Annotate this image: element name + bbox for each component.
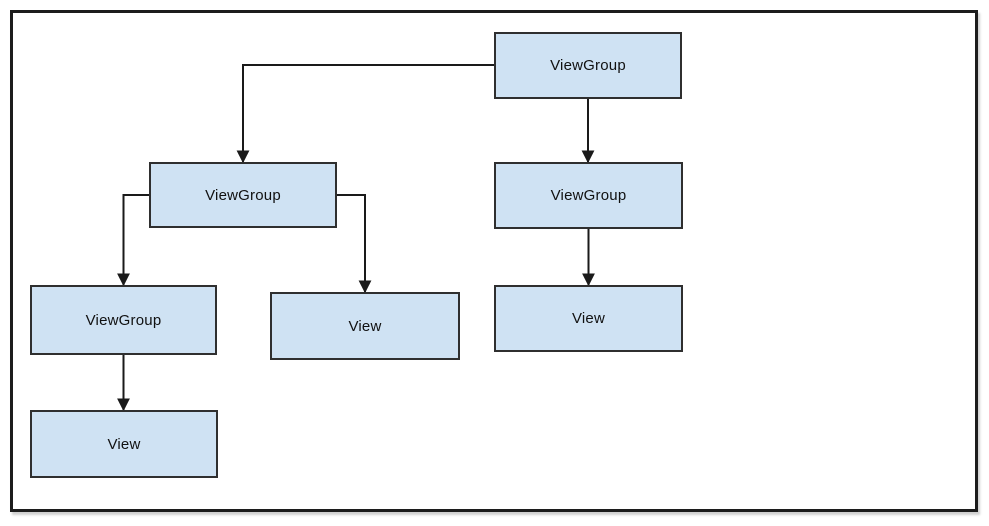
node-view-right: View	[494, 285, 683, 352]
node-viewgroup-right: ViewGroup	[494, 162, 683, 229]
node-view-middle: View	[270, 292, 460, 360]
diagram-canvas-frame	[10, 10, 978, 512]
node-viewgroup-root: ViewGroup	[494, 32, 682, 99]
node-viewgroup-leftchild: ViewGroup	[30, 285, 217, 355]
node-viewgroup-left: ViewGroup	[149, 162, 337, 228]
node-view-bottom: View	[30, 410, 218, 478]
